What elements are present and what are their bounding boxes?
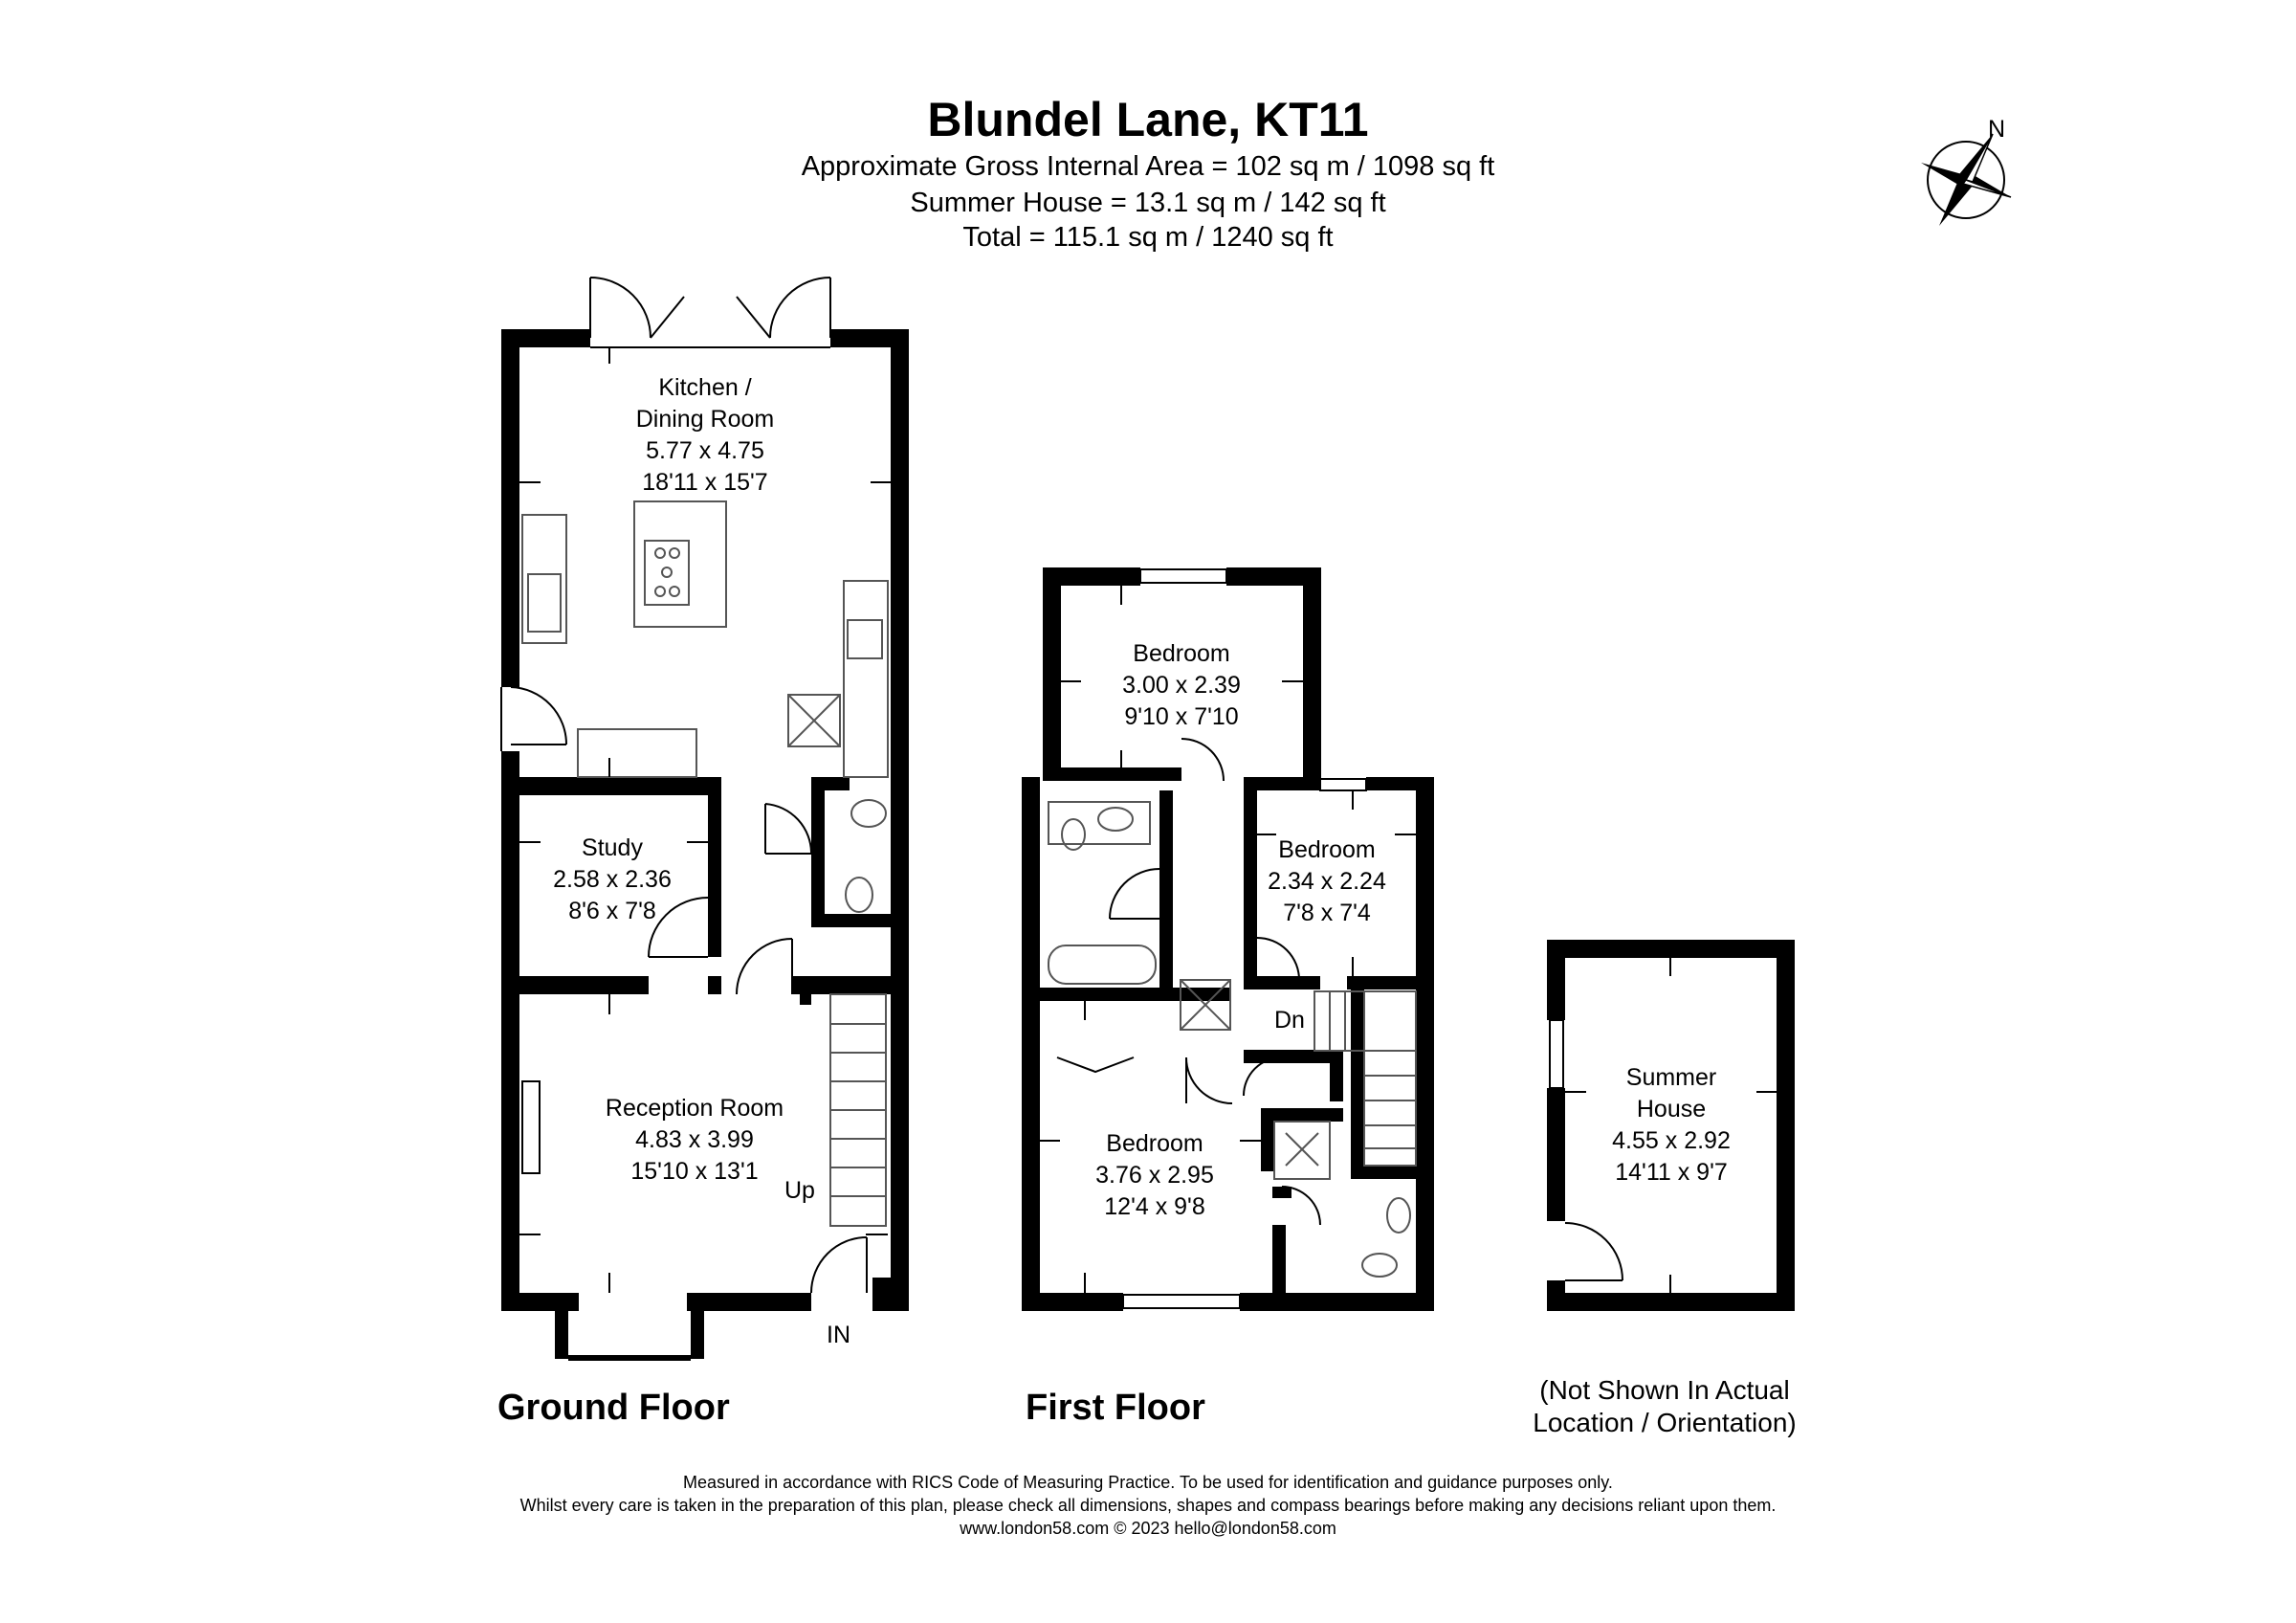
wc-basin-icon [850,799,887,828]
first-floor-plan [1022,567,1434,1311]
stairs-down-label: Dn [1274,1007,1305,1034]
bedroom-1-name: Bedroom [1133,640,1229,667]
kitchen-island [633,500,727,628]
summer-house-window [1549,1019,1564,1089]
ensuite-toilet-icon [1361,1253,1398,1278]
kitchen-name-2: Dining Room [636,406,775,433]
wc-toilet-icon [845,877,873,913]
kitchen-worktop [521,514,567,644]
bedroom-1-window [1139,568,1227,584]
hob-icon [644,540,690,606]
reception-door-icon [736,938,793,995]
compass-icon: N [1921,116,2012,226]
disclaimer-line-2: Whilst every care is taken in the prepar… [519,1496,1777,1515]
summer-house-note: (Not Shown In Actual Location / Orientat… [1512,1374,1818,1439]
wardrobe-icon [1056,1056,1135,1074]
ground-floor-plan [501,329,909,1361]
kitchen-imperial: 18'11 x 15'7 [642,469,767,496]
study-imperial: 8'6 x 7'8 [568,898,656,924]
total-area-line: Total = 115.1 sq m / 1240 sq ft [962,222,1334,253]
disclaimer-line-1: Measured in accordance with RICS Code of… [683,1473,1613,1492]
bathtub-icon [1048,945,1157,985]
bedroom-3-door-icon [1185,1056,1233,1104]
stairs-up-label: Up [784,1177,815,1204]
ensuite-basin-icon [1386,1197,1411,1234]
bathroom-toilet-icon [1061,818,1086,851]
study-window [502,858,518,914]
reception-name: Reception Room [606,1095,784,1122]
entrance-label: IN [827,1322,850,1348]
summer-house-metric: 4.55 x 2.92 [1612,1127,1731,1154]
kitchen-unit [577,728,697,778]
kitchen-sink-2-icon [847,619,883,659]
bedroom-2-door-icon [1256,937,1300,981]
bedroom-2-name: Bedroom [1278,836,1375,863]
cupboard-door-icon [1243,1056,1283,1097]
reception-metric: 4.83 x 3.99 [635,1126,754,1153]
reception-fireplace [521,1080,541,1174]
ground-stairs-icon [829,993,887,1227]
kitchen-name-1: Kitchen / [658,374,751,401]
first-stairs-icon [1314,990,1417,1167]
wc-door-icon [764,803,813,855]
summer-house-plan [1547,940,1795,1311]
shower-icon [1273,1121,1331,1180]
side-door-icon [500,686,567,751]
kitchen-counter [843,580,889,778]
kitchen-sink-icon [527,573,562,633]
summer-house-note-line-2: Location / Orientation) [1533,1408,1797,1437]
kitchen-metric: 5.77 x 4.75 [646,437,764,464]
bedroom-2-imperial: 7'8 x 7'4 [1283,900,1371,926]
study-door-icon [648,897,709,958]
bedroom-2-metric: 2.34 x 2.24 [1268,868,1386,895]
skylight-icon [787,694,841,747]
summer-house-note-line-1: (Not Shown In Actual [1539,1375,1790,1405]
patio-doors-icon [589,277,831,348]
bathroom-door-icon [1109,868,1160,920]
bedroom-1-metric: 3.00 x 2.39 [1122,672,1241,699]
ensuite-door-icon [1281,1186,1321,1226]
landing-skylight-icon [1180,979,1231,1031]
contact-line: www.london58.com © 2023 hello@london58.c… [960,1519,1336,1538]
bedroom-2-window [1319,778,1367,791]
bedroom-3-metric: 3.76 x 2.95 [1095,1162,1214,1189]
plan-title: Blundel Lane, KT11 [927,93,1369,146]
bedroom-3-name: Bedroom [1106,1130,1203,1157]
entrance-door-icon [810,1236,868,1294]
compass-north-label: N [1988,116,2005,143]
reception-imperial: 15'10 x 13'1 [630,1158,758,1185]
summer-house-name-1: Summer [1626,1064,1716,1091]
bathroom-basin-icon [1097,807,1134,832]
summer-house-imperial: 14'11 x 9'7 [1615,1159,1728,1186]
summer-house-name-2: House [1637,1096,1706,1123]
bedroom-3-imperial: 12'4 x 9'8 [1104,1193,1204,1220]
bathroom-window [1023,865,1038,915]
study-name: Study [582,834,643,861]
gross-area-line: Approximate Gross Internal Area = 102 sq… [801,151,1495,182]
ground-floor-label: Ground Floor [497,1388,730,1428]
summer-house-door-icon [1564,1222,1623,1281]
bedroom-1-door-icon [1181,738,1225,782]
first-floor-label: First Floor [1026,1388,1205,1428]
bathroom-vanity [1048,801,1151,845]
bedroom-1-imperial: 9'10 x 7'10 [1124,703,1238,730]
summer-house-area-line: Summer House = 13.1 sq m / 142 sq ft [910,188,1386,218]
bedroom-3-window [1122,1294,1241,1309]
study-metric: 2.58 x 2.36 [553,866,672,893]
